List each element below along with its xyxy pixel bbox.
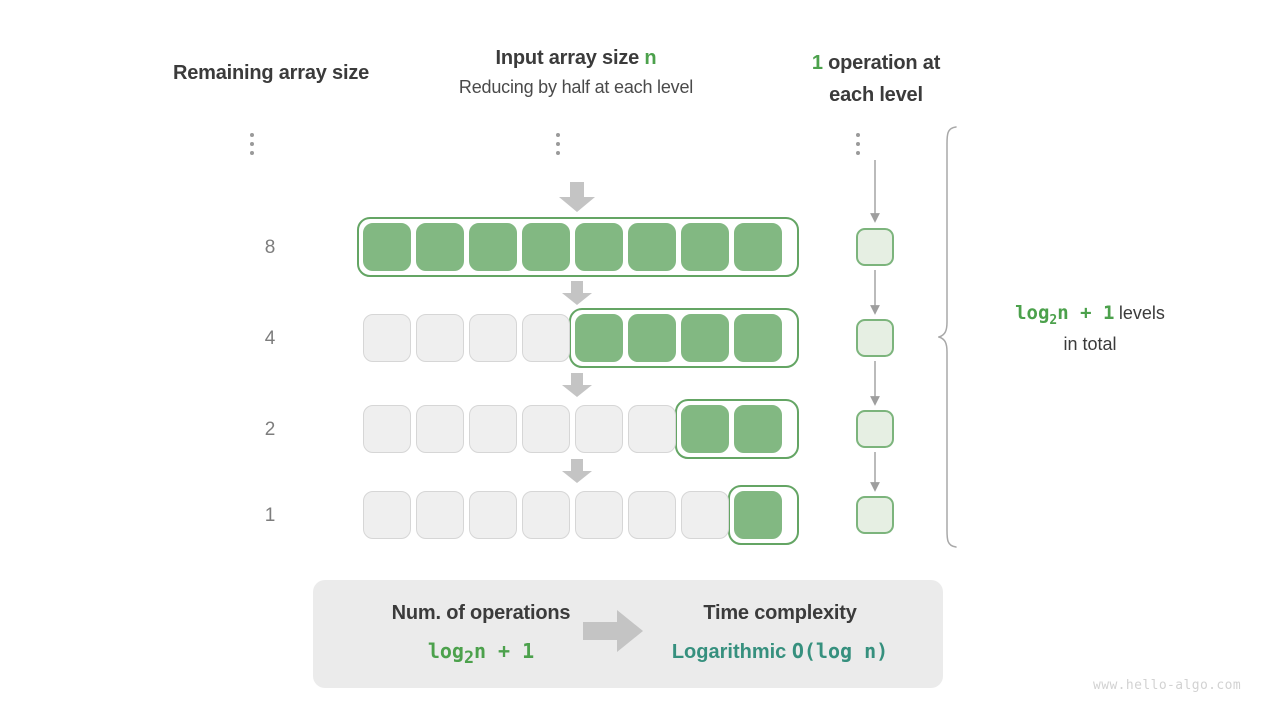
header-remaining-array-size: Remaining array size [172, 62, 370, 84]
dot-icon [556, 151, 560, 155]
summary-operations-base: 2 [463, 648, 474, 667]
array-row [363, 308, 799, 368]
array-cell [522, 314, 570, 362]
array-cell [681, 491, 729, 539]
dot-icon [250, 133, 254, 137]
header-input-array-size-title: Input array size n [406, 47, 746, 70]
array-cell [734, 223, 782, 271]
summary-complexity: Time complexity Logarithmic O(log n) [635, 602, 925, 664]
active-range-outline [675, 399, 799, 459]
active-range-outline [728, 485, 799, 545]
level-down-arrow-icon [562, 281, 592, 305]
active-range-outline [569, 308, 799, 368]
summary-operations-log: log [427, 639, 464, 663]
header-input-array-size-text: Input array size [495, 47, 645, 69]
levels-formula-base: 2 [1049, 312, 1058, 328]
array-cell [628, 223, 676, 271]
summary-operations-rest: n + 1 [473, 639, 535, 663]
summary-panel: Num. of operations log2n + 1 Time comple… [313, 580, 943, 688]
array-cell [363, 314, 411, 362]
levels-annotation-line2: in total [1063, 333, 1117, 354]
summary-operations-title: Num. of operations [391, 602, 571, 624]
array-cell [575, 314, 623, 362]
summary-complexity-title: Time complexity [703, 602, 857, 624]
levels-annotation-line1: log2n + 1 levels [970, 300, 1210, 331]
dot-icon [250, 151, 254, 155]
active-range-outline [357, 217, 799, 277]
ops-flow-arrows [870, 160, 880, 492]
size-label-4: 4 [264, 328, 276, 349]
summary-complexity-notation: O(log n) [791, 639, 889, 663]
dot-icon [856, 133, 860, 137]
array-cell [522, 491, 570, 539]
header-input-array-size-var: n [644, 47, 657, 69]
array-cell [363, 491, 411, 539]
levels-brace-icon [938, 126, 957, 548]
array-cell [469, 491, 517, 539]
array-row [363, 485, 799, 545]
dot-icon [556, 142, 560, 146]
size-label-dots [250, 133, 254, 155]
array-cell [575, 405, 623, 453]
header-operations-per-level: 1 operation at each level [786, 47, 966, 111]
array-cell [681, 314, 729, 362]
array-cell [734, 405, 782, 453]
array-cell [469, 314, 517, 362]
size-label-2: 2 [264, 419, 276, 440]
array-cell [416, 314, 464, 362]
dot-icon [250, 142, 254, 146]
dot-icon [856, 151, 860, 155]
header-operations-line1: operation at [822, 52, 941, 74]
operation-box [856, 496, 894, 534]
array-cell [522, 405, 570, 453]
array-row [357, 217, 799, 277]
summary-complexity-word: Logarithmic [671, 641, 787, 663]
array-cell [681, 223, 729, 271]
array-cell [575, 223, 623, 271]
header-operations-line2: each level [829, 84, 923, 106]
array-cell [416, 405, 464, 453]
levels-formula-log: log [1015, 302, 1050, 324]
array-cell [522, 223, 570, 271]
header-input-array-size-subtitle: Reducing by half at each level [458, 77, 694, 97]
levels-formula: log2n + 1 [1015, 302, 1115, 328]
summary-operations-value: log2n + 1 [341, 639, 621, 667]
arrow-right-icon [583, 610, 643, 652]
dot-icon [556, 133, 560, 137]
levels-formula-rest: n + 1 [1057, 302, 1115, 324]
level-down-arrow-icon [562, 373, 592, 397]
levels-annotation-text: levels [1118, 303, 1165, 323]
operation-box [856, 319, 894, 357]
ops-column-dots [856, 133, 860, 155]
array-row [363, 399, 799, 459]
array-cell [681, 405, 729, 453]
array-cell [363, 405, 411, 453]
summary-operations: Num. of operations log2n + 1 [341, 602, 621, 667]
array-cell [628, 314, 676, 362]
header-operations-count: 1 [811, 52, 823, 74]
array-cell [628, 491, 676, 539]
header-input-array-size: Input array size n Reducing by half at e… [406, 47, 746, 98]
array-cell [628, 405, 676, 453]
level-down-arrow-icon [562, 459, 592, 483]
size-label-1: 1 [264, 505, 276, 526]
size-label-8: 8 [264, 237, 276, 258]
array-cell [734, 314, 782, 362]
operation-box [856, 228, 894, 266]
array-column-dots [556, 133, 560, 155]
level-down-arrow-icon [559, 182, 595, 212]
summary-complexity-value: Logarithmic O(log n) [635, 639, 925, 664]
array-cell [734, 491, 782, 539]
watermark: www.hello-algo.com [1093, 678, 1242, 693]
array-cell [469, 405, 517, 453]
array-cell [416, 223, 464, 271]
levels-annotation: log2n + 1 levels in total [970, 300, 1210, 357]
array-cell [575, 491, 623, 539]
array-cell [363, 223, 411, 271]
array-cell [416, 491, 464, 539]
operation-box [856, 410, 894, 448]
array-cell [469, 223, 517, 271]
dot-icon [856, 142, 860, 146]
